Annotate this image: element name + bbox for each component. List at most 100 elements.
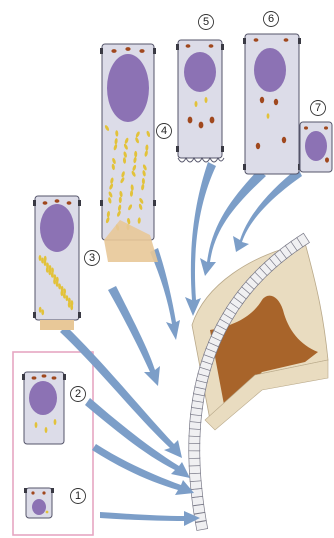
granule — [41, 258, 44, 264]
cell-stage-6 — [243, 34, 301, 174]
junction — [100, 200, 103, 206]
nucleus — [32, 499, 46, 515]
junction — [176, 146, 179, 152]
granule — [68, 298, 71, 304]
granule — [39, 255, 42, 261]
stage-label-6: 6 — [268, 13, 274, 25]
granule — [44, 256, 47, 262]
granule — [325, 157, 329, 162]
arrow-stage-3-upper — [108, 286, 160, 386]
granule — [282, 137, 286, 143]
epithelium-cell — [190, 473, 202, 482]
granule — [267, 113, 270, 119]
granule — [53, 274, 56, 280]
granule — [111, 49, 116, 53]
granule — [63, 288, 66, 294]
granule — [49, 265, 52, 271]
junction — [298, 38, 301, 44]
granule — [39, 307, 42, 313]
granule — [55, 199, 60, 203]
cell-stage-2 — [22, 372, 66, 444]
stage-label-5: 5 — [203, 16, 209, 28]
granule — [209, 44, 214, 48]
granule — [45, 427, 48, 433]
nucleus — [184, 52, 216, 92]
cell-stage-3 — [33, 196, 81, 330]
granule — [254, 38, 259, 42]
granule — [195, 101, 198, 107]
granule — [42, 374, 47, 377]
stage-label-7: 7 — [315, 102, 321, 114]
arrow-stage-7 — [233, 168, 302, 252]
granule — [46, 263, 49, 269]
junction — [100, 48, 103, 54]
stage-marker-5: 5 — [199, 15, 214, 30]
granule — [210, 117, 215, 124]
junction — [24, 488, 27, 493]
granule — [66, 295, 69, 301]
granule — [324, 126, 328, 129]
nucleus — [254, 48, 286, 92]
junction — [51, 488, 54, 493]
stage-label-1: 1 — [75, 490, 81, 502]
granule — [43, 201, 48, 205]
arrow-stage-1 — [100, 511, 200, 526]
granule — [58, 283, 61, 289]
granule — [274, 99, 278, 105]
granule — [35, 422, 38, 428]
granule — [256, 143, 260, 149]
cell-stage-7 — [300, 122, 332, 172]
nucleus — [305, 131, 327, 161]
granule — [42, 491, 45, 494]
junction — [153, 200, 156, 206]
nucleus — [29, 381, 57, 415]
epithelium-cell — [193, 504, 205, 514]
junction — [153, 48, 156, 54]
granule — [260, 97, 264, 103]
epithelium-cell — [190, 481, 202, 490]
granule — [52, 376, 57, 379]
stage-label-3: 3 — [89, 252, 95, 264]
granule — [41, 309, 44, 315]
junction — [63, 374, 66, 380]
granule — [46, 511, 49, 514]
granule — [186, 44, 191, 48]
granule — [67, 201, 72, 205]
stage-marker-6: 6 — [264, 12, 279, 27]
junction — [33, 312, 36, 318]
granule — [56, 277, 59, 283]
junction — [221, 44, 224, 50]
stage-label-2: 2 — [75, 388, 81, 400]
granule — [188, 117, 193, 124]
granule — [139, 49, 144, 53]
epithelium-cell — [189, 458, 200, 466]
junction — [78, 312, 81, 318]
junction — [176, 44, 179, 50]
granule — [71, 300, 74, 306]
granule — [61, 286, 64, 292]
junction — [33, 200, 36, 206]
epithelium-cell — [189, 465, 200, 474]
cell-stage-5 — [176, 40, 224, 162]
epithelium-cell — [189, 450, 200, 458]
granule — [54, 419, 57, 425]
nucleus — [107, 54, 149, 122]
granule — [51, 268, 54, 274]
junction — [243, 164, 246, 170]
stage-label-4: 4 — [161, 125, 167, 137]
ruffled-border — [178, 158, 224, 162]
granule — [32, 376, 37, 379]
stage-marker-7: 7 — [311, 101, 326, 116]
granule — [284, 38, 289, 42]
epithelium-cell — [189, 443, 200, 451]
junction — [243, 38, 246, 44]
stage-marker-1: 1 — [71, 489, 86, 504]
granule — [304, 126, 308, 129]
nucleus — [40, 204, 74, 252]
granule — [199, 122, 204, 129]
cell-stage-1 — [24, 488, 54, 518]
stage-marker-2: 2 — [71, 387, 86, 402]
granule — [125, 47, 130, 51]
